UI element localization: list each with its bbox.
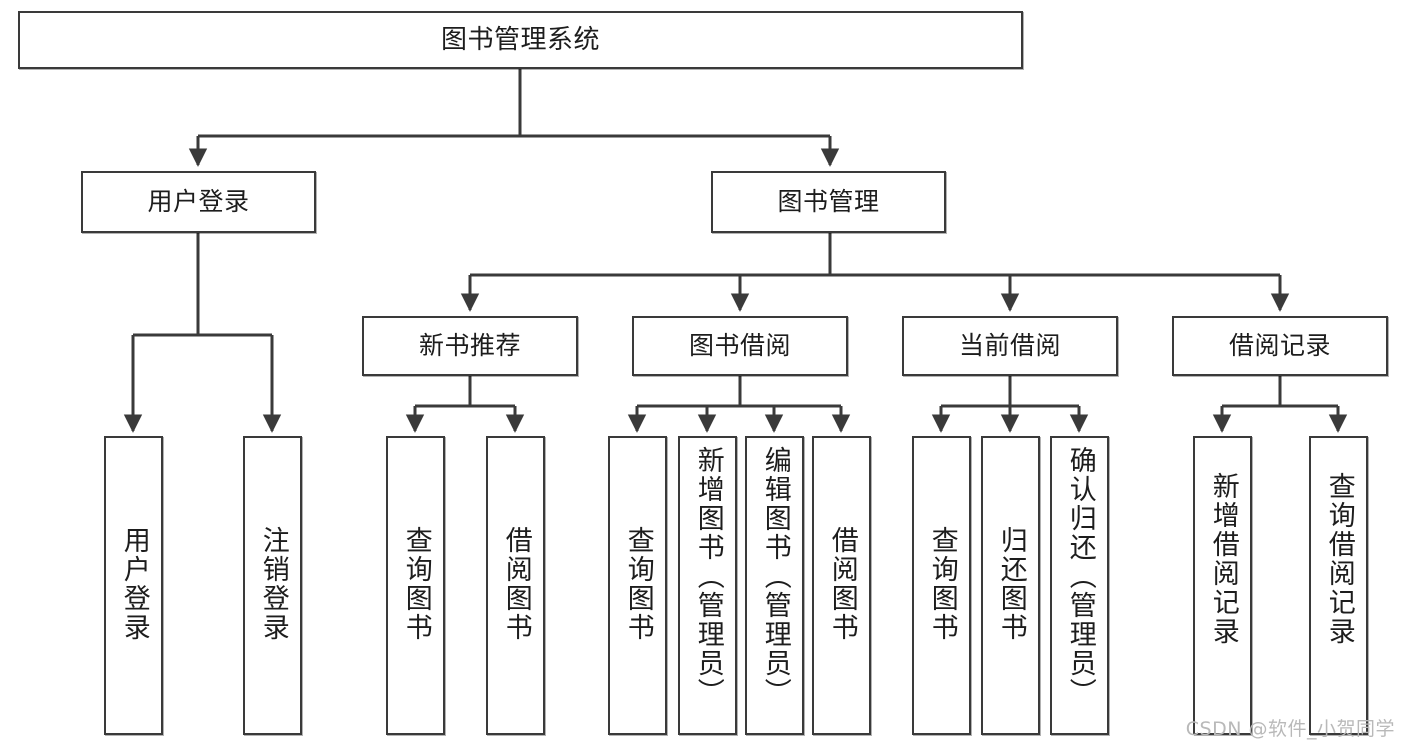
node-label: 图书管理系统 [440, 24, 600, 55]
node-label: 确认归还（管理员） [1064, 446, 1096, 707]
node-label: 图书借阅 [688, 331, 791, 361]
node-label: 查询图书 [622, 526, 654, 642]
node-label: 查询图书 [400, 526, 432, 642]
node-root-book-management-system[interactable]: 图书管理系统 [18, 11, 1023, 69]
node-label: 注销登录 [257, 526, 289, 642]
leaf-borrow-book-new[interactable]: 借阅图书 [486, 436, 545, 735]
node-label: 新书推荐 [418, 331, 521, 361]
leaf-user-login[interactable]: 用户登录 [104, 436, 163, 735]
node-label: 借阅图书 [500, 526, 532, 642]
leaf-add-book-admin[interactable]: 新增图书（管理员） [678, 436, 737, 735]
node-label: 借阅图书 [826, 526, 858, 642]
leaf-add-borrow-record[interactable]: 新增借阅记录 [1193, 436, 1252, 735]
leaf-query-book-borrow[interactable]: 查询图书 [608, 436, 667, 735]
node-label: 新增图书（管理员） [692, 446, 724, 707]
node-label: 编辑图书（管理员） [759, 446, 791, 707]
node-book-borrowing[interactable]: 图书借阅 [632, 316, 848, 376]
node-label: 用户登录 [118, 526, 150, 642]
node-label: 新增借阅记录 [1207, 472, 1239, 646]
node-new-book-recommendation[interactable]: 新书推荐 [362, 316, 578, 376]
node-label: 借阅记录 [1228, 331, 1331, 361]
leaf-query-borrow-record[interactable]: 查询借阅记录 [1309, 436, 1368, 735]
node-user-login[interactable]: 用户登录 [81, 171, 316, 233]
leaf-borrow-book[interactable]: 借阅图书 [812, 436, 871, 735]
node-label: 当前借阅 [958, 331, 1061, 361]
node-label: 用户登录 [147, 187, 250, 217]
node-label: 图书管理 [777, 187, 880, 217]
leaf-query-book-current[interactable]: 查询图书 [912, 436, 971, 735]
csdn-watermark: CSDN @软件_小贺同学 [1185, 718, 1395, 740]
node-label: 查询借阅记录 [1323, 472, 1355, 646]
node-book-management[interactable]: 图书管理 [711, 171, 946, 233]
leaf-logout[interactable]: 注销登录 [243, 436, 302, 735]
leaf-query-book-new[interactable]: 查询图书 [386, 436, 445, 735]
node-label: 归还图书 [995, 526, 1027, 642]
node-borrowing-record[interactable]: 借阅记录 [1172, 316, 1388, 376]
leaf-confirm-return-admin[interactable]: 确认归还（管理员） [1050, 436, 1109, 735]
leaf-return-book[interactable]: 归还图书 [981, 436, 1040, 735]
leaf-edit-book-admin[interactable]: 编辑图书（管理员） [745, 436, 804, 735]
node-label: 查询图书 [926, 526, 958, 642]
node-current-borrowing[interactable]: 当前借阅 [902, 316, 1118, 376]
